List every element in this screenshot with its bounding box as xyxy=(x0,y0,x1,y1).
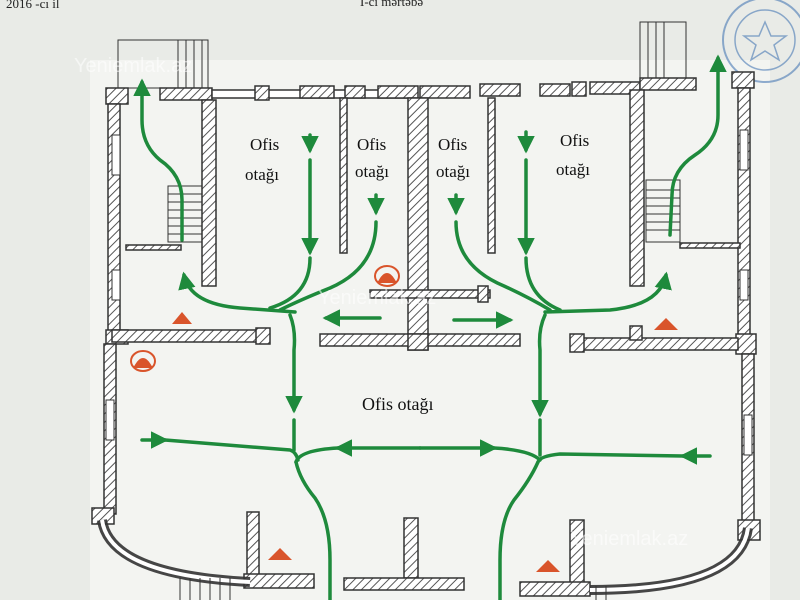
seal-stamp-icon xyxy=(722,0,800,83)
walls xyxy=(91,71,761,597)
watermark-text: Yeniemlak.az xyxy=(570,528,688,550)
route-right-stair xyxy=(543,271,672,314)
room-label-3a: Ofis xyxy=(438,135,467,154)
route-left-up xyxy=(133,78,184,242)
room-label-3b: otağı xyxy=(436,162,470,181)
room-label-1a: Ofis xyxy=(250,135,279,154)
room-label-4a: Ofis xyxy=(560,131,589,150)
room-label-4b: otağı xyxy=(556,160,590,179)
room-label-5: Ofis otağı xyxy=(362,394,434,414)
route-left-stair xyxy=(178,271,297,314)
route-right-up xyxy=(668,54,727,237)
room-label-1b: otağı xyxy=(245,165,279,184)
windows xyxy=(105,129,753,456)
evacuation-routes xyxy=(133,54,727,600)
watermark-text: Yeniemlak.az xyxy=(74,55,192,77)
header-title: I-ci mərtəbə xyxy=(360,0,423,9)
watermark-text: Yeniemlak.az xyxy=(318,287,436,309)
header-left-text: 2016 -cı il xyxy=(6,0,60,11)
fire-extinguisher-icon xyxy=(172,312,678,572)
fire-alarm-icon xyxy=(130,265,400,372)
room-label-2b: otağı xyxy=(355,162,389,181)
room-label-2a: Ofis xyxy=(357,135,386,154)
stairs-icon xyxy=(117,21,687,600)
